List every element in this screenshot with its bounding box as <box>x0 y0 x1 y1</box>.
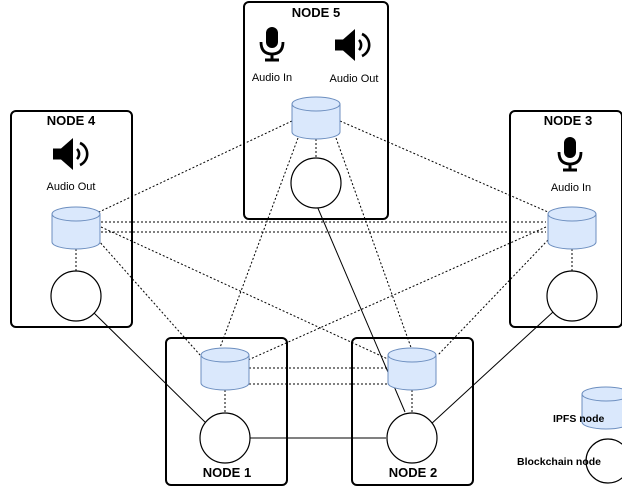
legend: IPFS node Blockchain node <box>517 386 622 484</box>
node1-box <box>165 337 288 486</box>
node2-title: NODE 2 <box>389 465 437 480</box>
node4-title: NODE 4 <box>47 113 96 128</box>
blockchain-node-1 <box>199 412 251 464</box>
ipfs-link-5-4 <box>98 120 293 213</box>
blockchain-links <box>92 205 554 439</box>
ipfs-links <box>75 120 573 414</box>
legend-blockchain-label: Blockchain node <box>517 456 601 468</box>
blockchain-node-5 <box>290 157 342 209</box>
blockchain-node-2 <box>386 412 438 464</box>
node1-title: NODE 1 <box>203 465 251 480</box>
node5-audio-in-label: Audio In <box>252 72 292 84</box>
legend-ipfs-label: IPFS node <box>553 413 604 425</box>
node4-audio-out-label: Audio Out <box>47 181 96 193</box>
bc-link-3-2 <box>429 311 554 426</box>
blockchain-node-4 <box>50 270 102 322</box>
ipfs-node-2 <box>387 347 437 391</box>
ipfs-link-3-2 <box>437 239 549 356</box>
node3-audio-in-label: Audio In <box>551 182 591 194</box>
ipfs-link-4-2 <box>100 226 391 361</box>
bc-link-4-1 <box>92 311 208 425</box>
node5-title: NODE 5 <box>292 5 340 20</box>
legend-blockchain-symbol <box>585 438 622 484</box>
ipfs-node-1 <box>200 347 250 391</box>
node5-audio-out-label: Audio Out <box>330 73 379 85</box>
node3-title: NODE 3 <box>544 113 592 128</box>
ipfs-node-5 <box>291 96 341 140</box>
blockchain-node-3 <box>546 270 598 322</box>
ipfs-node-3 <box>547 206 597 250</box>
ipfs-link-4-1 <box>97 239 201 356</box>
ipfs-node-4 <box>51 206 101 250</box>
ipfs-link-5-3 <box>339 120 549 213</box>
